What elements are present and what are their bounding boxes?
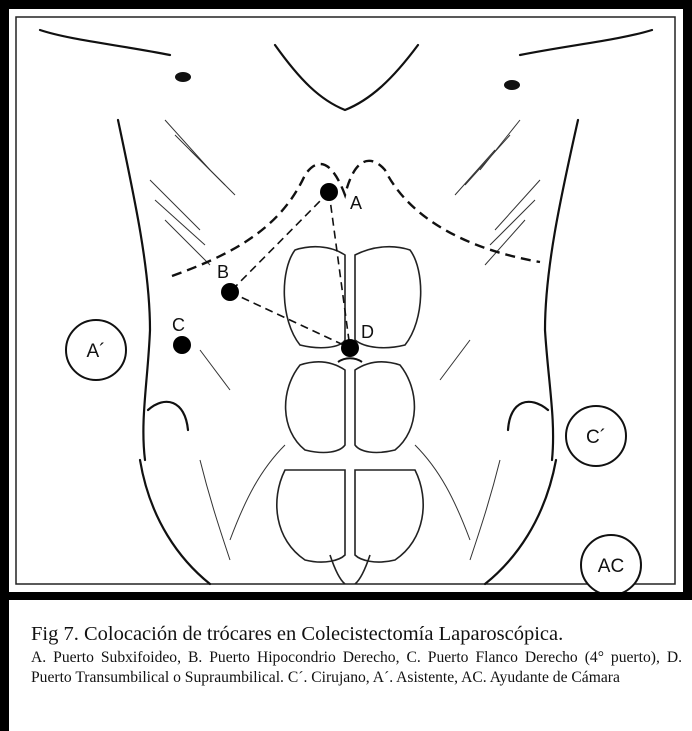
port-A-marker [320, 183, 338, 201]
position-AC-label: AC [598, 556, 624, 577]
port-connections [230, 192, 350, 348]
caption-body: A. Puerto Subxifoideo, B. Puerto Hipocon… [31, 648, 682, 688]
position-C-prime-label: C´ [586, 427, 606, 448]
position-AC: AC [581, 535, 641, 592]
port-C: C [172, 315, 191, 354]
position-A-prime-label: A´ [87, 341, 106, 362]
port-D: D [341, 322, 374, 357]
rectus-muscle [277, 247, 423, 584]
port-D-label: D [361, 322, 374, 342]
port-B-label: B [217, 262, 229, 282]
position-A-prime: A´ [66, 320, 126, 380]
figure-caption: Fig 7. Colocación de trócares en Colecis… [0, 600, 692, 731]
port-C-label: C [172, 315, 185, 335]
port-B-marker [221, 283, 239, 301]
position-C-prime: C´ [566, 406, 626, 466]
port-B: B [217, 262, 239, 301]
port-A-label: A [350, 193, 362, 213]
caption-title: Fig 7. Colocación de trócares en Colecis… [31, 622, 682, 646]
abdomen-illustration: A B C D A´ C´ [9, 9, 683, 592]
anatomy-figure: A B C D A´ C´ [0, 0, 692, 600]
port-D-marker [341, 339, 359, 357]
port-C-marker [173, 336, 191, 354]
torso-outline [40, 30, 652, 584]
chest-marks [175, 72, 520, 90]
umbilicus [338, 358, 362, 362]
costal-margin-line [172, 161, 540, 276]
